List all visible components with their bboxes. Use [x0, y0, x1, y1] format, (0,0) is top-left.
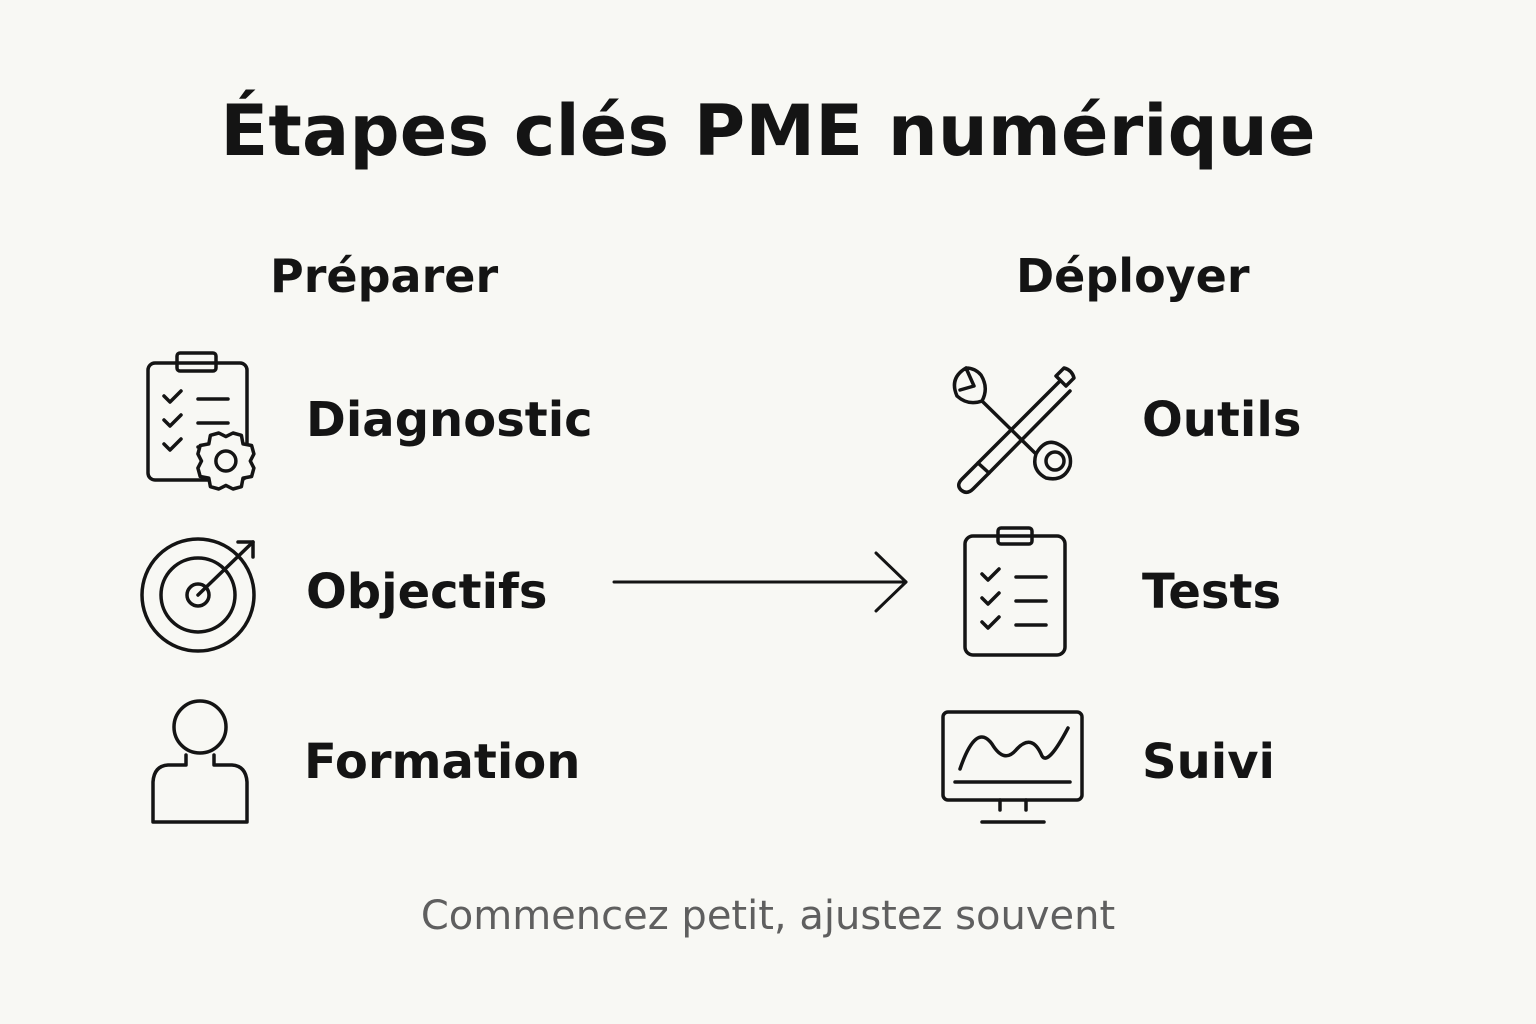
- footer-tagline: Commencez petit, ajustez souvent: [420, 893, 1116, 939]
- clipboard-gear-icon: [146, 351, 256, 491]
- tools-icon: [952, 366, 1076, 494]
- step-label-formation: Formation: [304, 734, 581, 790]
- checklist-icon: [963, 526, 1067, 657]
- page-title: Étapes clés PME numérique: [220, 90, 1316, 172]
- target-icon: [140, 537, 256, 653]
- monitor-chart-icon: [941, 710, 1084, 824]
- column-heading-preparer: Préparer: [270, 249, 499, 303]
- step-label-outils: Outils: [1142, 392, 1302, 448]
- step-label-tests: Tests: [1142, 564, 1282, 620]
- person-icon: [151, 699, 249, 824]
- step-label-objectifs: Objectifs: [306, 564, 548, 620]
- step-label-diagnostic: Diagnostic: [306, 392, 593, 448]
- column-heading-deployer: Déployer: [1016, 249, 1250, 303]
- step-label-suivi: Suivi: [1142, 734, 1275, 790]
- arrow-right-icon: [612, 551, 908, 613]
